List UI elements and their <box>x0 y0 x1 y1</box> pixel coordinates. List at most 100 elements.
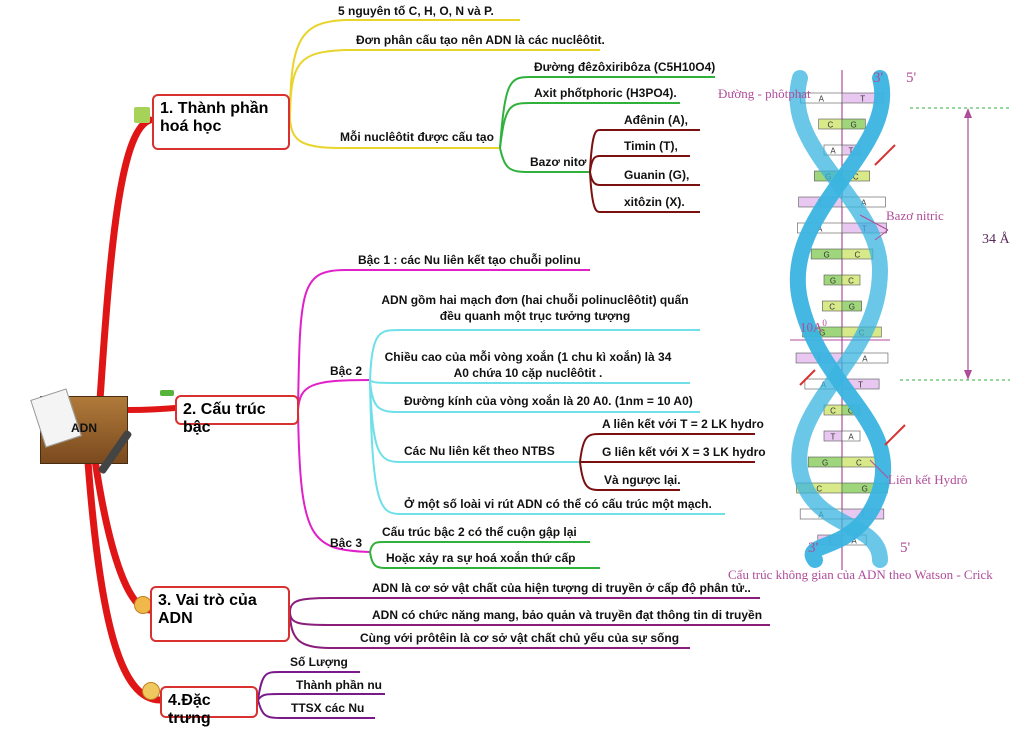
b4-item3: TTSX các Nu <box>291 701 365 715</box>
dna-base-pointer-2 <box>874 229 889 241</box>
dna-base-letter-right-15: G <box>862 485 868 494</box>
branch-4-box[interactable]: 4.Đặc trưng <box>160 686 258 727</box>
dna-base-letter-left-5: A <box>817 225 823 234</box>
dna-base-letter-left-12: C <box>830 407 836 416</box>
dna-base-letter-right-8: G <box>849 303 855 312</box>
b4-item2: Thành phần nu <box>296 678 382 692</box>
b2-line-l3a <box>369 541 590 553</box>
dna-base-letter-right-2: T <box>849 147 854 156</box>
b2-level2: Bậc 2 <box>330 364 363 378</box>
b1-composition: Mỗi nuclêôtit được cấu tạo <box>340 130 494 144</box>
b2-line-ntbs1 <box>579 433 755 463</box>
flask-icon <box>134 107 150 123</box>
b2-line-item1 <box>369 329 700 381</box>
dna-base-letter-right-6: C <box>855 251 861 260</box>
b1-lines <box>289 19 600 149</box>
b2-l2-item1: ADN gồm hai mạch đơn (hai chuỗi polinucl… <box>381 293 689 323</box>
dna-base-letter-left-6: G <box>823 251 829 260</box>
dna-sugar-phosphate-label: Đường - phôtphat <box>718 86 811 101</box>
dna-base-letter-right-3: C <box>853 173 859 182</box>
b4-line-1 <box>257 671 360 701</box>
b1-acid: Axit phốtphoric (H3PO4). <box>534 86 677 100</box>
dna-base-letter-right-17: A <box>851 537 857 546</box>
b1-base-a: Ađênin (A), <box>624 113 688 127</box>
b2-line-item5 <box>369 379 725 515</box>
link-icon <box>160 390 174 396</box>
face-icon <box>142 682 160 700</box>
root-node[interactable]: ADN <box>30 388 133 475</box>
dna-base-letter-left-13: T <box>831 433 836 442</box>
b4-item1: Số Lượng <box>290 655 348 669</box>
dna-base-letter-left-7: G <box>830 277 836 286</box>
dna-base-right-1 <box>841 118 866 130</box>
b2-level3-lines <box>369 541 600 569</box>
b1-line-composition <box>289 119 500 149</box>
dna-strand-2 <box>789 70 889 568</box>
b2-sub-lines <box>369 329 725 515</box>
b2-line-level1 <box>297 269 590 411</box>
b2-line-level3 <box>297 409 371 553</box>
dna-base-right-8 <box>841 300 862 312</box>
dna-height-label: 34 Å <box>982 232 1010 247</box>
dna-base-pointer-1 <box>859 214 889 231</box>
branch-4-label: 4.Đặc trưng <box>168 692 211 727</box>
b1-line-base-t <box>589 155 690 173</box>
b1-line-base-x <box>589 171 700 213</box>
dna-base-letter-left-15: C <box>816 485 822 494</box>
dna-5prime-bottom: 5' <box>900 540 911 556</box>
dna-5prime-top: 5' <box>906 70 917 86</box>
branch-2-label: 2. Cấu trúc bậc <box>183 401 266 436</box>
dna-3prime-top: 3' <box>873 70 884 86</box>
dna-diameter-label: 10A0 <box>800 318 827 335</box>
b2-level1: Bậc 1 : các Nu liên kết tạo chuỗi polinu <box>358 253 581 267</box>
b4-line-3 <box>257 699 375 719</box>
dna-base-letter-right-7: C <box>848 277 854 286</box>
dna-base-letter-right-1: G <box>851 121 857 130</box>
b4-lines <box>257 671 385 719</box>
b1-line-base <box>499 147 590 173</box>
branch-2-box[interactable]: 2. Cấu trúc bậc <box>175 395 299 436</box>
dna-caption: Cấu trúc không gian của ADN theo Watson … <box>728 567 993 582</box>
b2-ntbs-1: A liên kết với T = 2 LK hydro <box>602 417 764 431</box>
dna-base-letter-right-12: G <box>848 407 854 416</box>
b1-sub-lines <box>499 76 715 173</box>
b1-base-g: Guanin (G), <box>624 168 690 182</box>
b1-base-x: xitôzin (X). <box>624 195 685 209</box>
b2-ntbs-lines <box>579 433 755 491</box>
dna-hbond-label: Liên kết Hydrô <box>888 472 968 487</box>
b2-l2-item2: Chiều cao của mỗi vòng xoắn (1 chu kì xo… <box>384 350 672 380</box>
dna-height-arrowhead-top <box>964 108 972 118</box>
root-label: ADN <box>71 421 97 435</box>
b2-l3-item2: Hoặc xảy ra sự hoá xoắn thứ cấp <box>386 551 576 565</box>
b1-base: Bazơ nitơ <box>530 155 587 169</box>
dna-base-letter-right-4: A <box>861 199 867 208</box>
dna-base-right-13 <box>841 430 861 442</box>
b3-item3: Cùng với prôtêin là cơ sở vật chất chủ y… <box>360 631 680 645</box>
branch-1-box[interactable]: 1. Thành phần hoá học <box>152 94 290 150</box>
b3-line-1 <box>289 597 760 613</box>
b2-line-l3b <box>369 551 600 569</box>
b1-sugar: Đường đêzôxiribôza (C5H10O4) <box>534 60 716 74</box>
dna-base-letter-right-14: C <box>856 459 862 468</box>
b2-level3: Bậc 3 <box>330 536 363 550</box>
b1-base-t: Timin (T), <box>624 139 678 153</box>
dna-base-letter-left-14: G <box>822 459 828 468</box>
b3-item1: ADN là cơ sở vật chất của hiện tượng di … <box>372 581 751 595</box>
branch-line-1 <box>96 116 154 404</box>
b2-ntbs-2: G liên kết với X = 3 LK hydro <box>602 445 766 459</box>
b1-line-base-a <box>589 129 700 173</box>
b1-line-sugar <box>499 76 715 149</box>
branch-3-box[interactable]: 3. Vai trò của ADN <box>150 586 290 642</box>
dna-arrow-2 <box>884 424 906 446</box>
dna-base-letter-left-1: C <box>827 121 833 130</box>
b2-line-level2 <box>297 379 371 411</box>
dna-arrow-3 <box>799 369 816 386</box>
dna-base-letter-right-10: A <box>862 355 868 364</box>
b3-item2: ADN có chức năng mang, bảo quản và truyề… <box>372 608 763 622</box>
b3-line-3 <box>289 611 690 649</box>
dna-3prime-bottom: 3' <box>808 540 819 556</box>
b2-line-ntbs3 <box>579 461 680 491</box>
b4-line-2 <box>257 693 385 701</box>
